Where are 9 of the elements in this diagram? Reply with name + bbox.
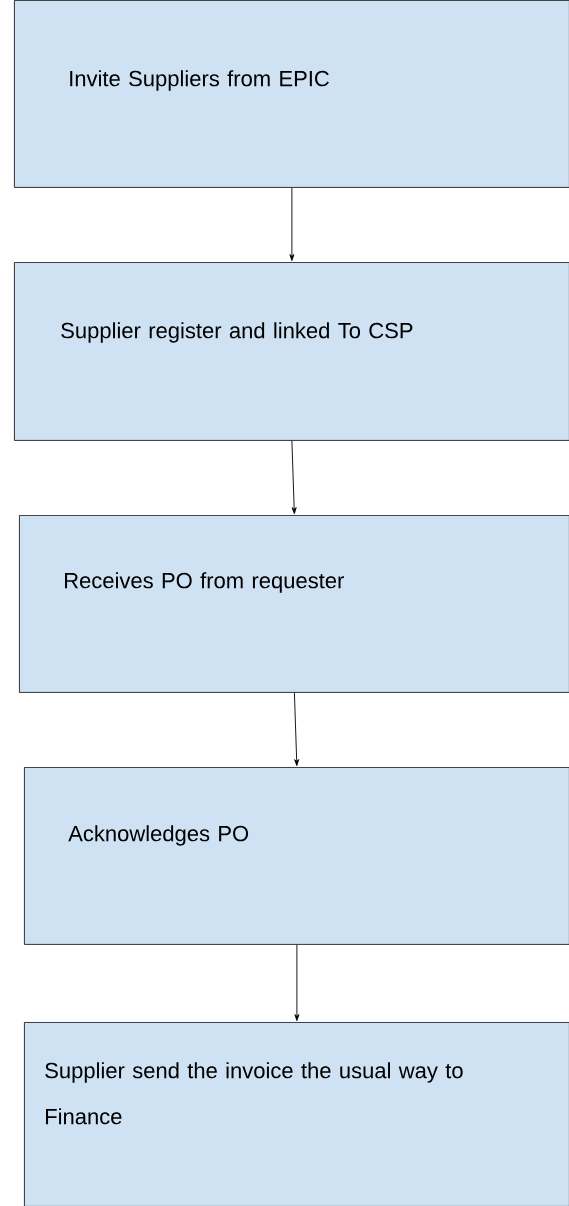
arrow [293, 692, 300, 767]
process-box: Supplier register and linked To CSP [14, 262, 569, 441]
process-box: Supplier send the invoice the usual way to Finance [24, 1022, 569, 1206]
arrow [291, 440, 297, 515]
process-box: Receives PO from requester [19, 515, 569, 693]
arrow [294, 944, 300, 1022]
arrow [289, 187, 295, 262]
process-box: Invite Suppliers from EPIC [14, 0, 569, 188]
process-box: Acknowledges PO [24, 767, 569, 945]
